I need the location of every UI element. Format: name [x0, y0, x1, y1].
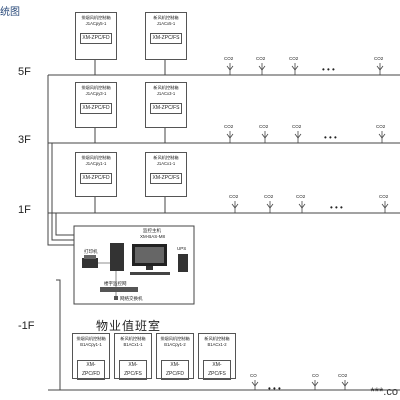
sensor-label: CO2 — [379, 194, 389, 199]
sensor-label: CO2 — [374, 56, 384, 61]
controller-title: 排烟风机控制箱 — [76, 336, 106, 341]
controller-title: 排烟风机控制箱 — [81, 15, 111, 20]
controller-model: XM-ZPC/FS — [150, 103, 182, 114]
sensors-5f — [229, 63, 381, 75]
host-sub-label: XM-BAS-M8 — [140, 234, 166, 239]
controller-title: 新风机控制箱 — [153, 155, 179, 160]
controller-id: J1ACx1-1 — [156, 161, 176, 166]
controller-title: 新风机控制箱 — [153, 15, 179, 20]
controller-id: J1ACx3-1 — [156, 91, 176, 96]
controller-id: J1ACpy1-1 — [85, 161, 107, 166]
sensor-label: CO2 — [264, 194, 274, 199]
sensors-b1 — [254, 380, 346, 390]
floor-bus-lines — [48, 74, 400, 391]
controller-id: B1ACpy1-2 — [164, 342, 186, 347]
controller-title: 新风机控制箱 — [120, 336, 146, 341]
sensor-label: CO2 — [289, 56, 299, 61]
controller-id: B1ACx1-2 — [207, 342, 227, 347]
ups-label: UPS — [177, 246, 187, 251]
control-room-equipment — [82, 243, 188, 300]
printer-label: 打印机 — [84, 249, 98, 254]
controller-model: XM-ZPC/FD — [161, 360, 189, 380]
header-title: 统图 — [0, 7, 20, 18]
sensor-label: CO2 — [224, 56, 234, 61]
controller-model: XM-ZPC/FS — [119, 360, 147, 380]
drops-1f — [94, 197, 166, 213]
sensors-3f — [229, 131, 383, 143]
more-ellipsis: • • • — [324, 133, 337, 142]
controller-box: 排烟风机控制箱 B1ACpy1-2 XM-ZPC/FD — [156, 333, 194, 380]
host-label: 监控主机 — [143, 228, 161, 233]
floor-label-b1: -1F — [18, 320, 35, 332]
line-label: 网络交换机 — [120, 296, 143, 301]
controller-box: 排烟风机控制箱 J1ACpy5-1 XM-ZPC/FD — [75, 12, 117, 60]
switch-label: 楼宇监控网 — [104, 281, 127, 286]
controller-title: 排烟风机控制箱 — [81, 85, 111, 90]
watermark: ***.co — [370, 386, 398, 398]
backbone-lines — [47, 75, 76, 390]
controller-model: XM-ZPC/FS — [150, 33, 182, 44]
sensor-label: CO2 — [338, 373, 348, 378]
controller-title: 新风机控制箱 — [153, 85, 179, 90]
floor-label-5f: 5F — [18, 66, 31, 78]
controller-title: 排烟风机控制箱 — [81, 155, 111, 160]
controller-id: B1ACpy1-1 — [80, 342, 102, 347]
floor-label-1f: 1F — [18, 204, 31, 216]
sensor-label: CO2 — [224, 124, 234, 129]
controller-box: 新风机控制箱 J1ACx1-1 XM-ZPC/FS — [145, 152, 187, 197]
controller-model: XM-ZPC/FD — [77, 360, 105, 380]
controller-model: XM-ZPC/FD — [80, 33, 112, 44]
sensor-label: CO2 — [259, 124, 269, 129]
sensor-label: CO2 — [296, 194, 306, 199]
controller-model: XM-ZPC/FS — [150, 173, 182, 184]
drops-3f — [94, 128, 166, 143]
controller-model: XM-ZPC/FD — [80, 103, 112, 114]
sensor-label: CO2 — [292, 124, 302, 129]
controller-id: J1ACx5-1 — [156, 21, 176, 26]
more-ellipsis: • • • — [330, 203, 343, 212]
controller-box: 新风机控制箱 J1ACx3-1 XM-ZPC/FS — [145, 82, 187, 128]
controller-box: 排烟风机控制箱 B1ACpy1-1 XM-ZPC/FD — [72, 333, 110, 380]
sensor-label: CO — [250, 373, 257, 378]
floor-label-3f: 3F — [18, 134, 31, 146]
controller-box: 新风机控制箱 B1ACx1-1 XM-ZPC/FS — [114, 333, 152, 380]
controller-model: XM-ZPC/FS — [203, 360, 231, 380]
controller-model: XM-ZPC/FD — [80, 173, 112, 184]
controller-id: J1ACpy5-1 — [85, 21, 107, 26]
sensor-label: CO2 — [256, 56, 266, 61]
controller-title: 排烟风机控制箱 — [160, 336, 190, 341]
controller-id: J1ACpy3-1 — [85, 91, 107, 96]
drops-5f — [94, 60, 166, 75]
controller-box: 排烟风机控制箱 J1ACpy3-1 XM-ZPC/FD — [75, 82, 117, 128]
control-room-title: 物业值班室 — [96, 319, 162, 333]
sensors-1f — [234, 201, 386, 213]
controller-box: 新风机控制箱 B1ACx1-2 XM-ZPC/FS — [198, 333, 236, 380]
sensor-label: CO2 — [229, 194, 239, 199]
controller-id: B1ACx1-1 — [123, 342, 143, 347]
controller-title: 新风机控制箱 — [204, 336, 230, 341]
controller-box: 新风机控制箱 J1ACx5-1 XM-ZPC/FS — [145, 12, 187, 60]
controller-box: 排烟风机控制箱 J1ACpy1-1 XM-ZPC/FD — [75, 152, 117, 197]
sensor-label: CO — [312, 373, 319, 378]
more-ellipsis: • • • — [322, 65, 335, 74]
more-ellipsis: • • • — [268, 384, 281, 393]
sensor-label: CO2 — [376, 124, 386, 129]
sensor-markers — [226, 65, 389, 387]
